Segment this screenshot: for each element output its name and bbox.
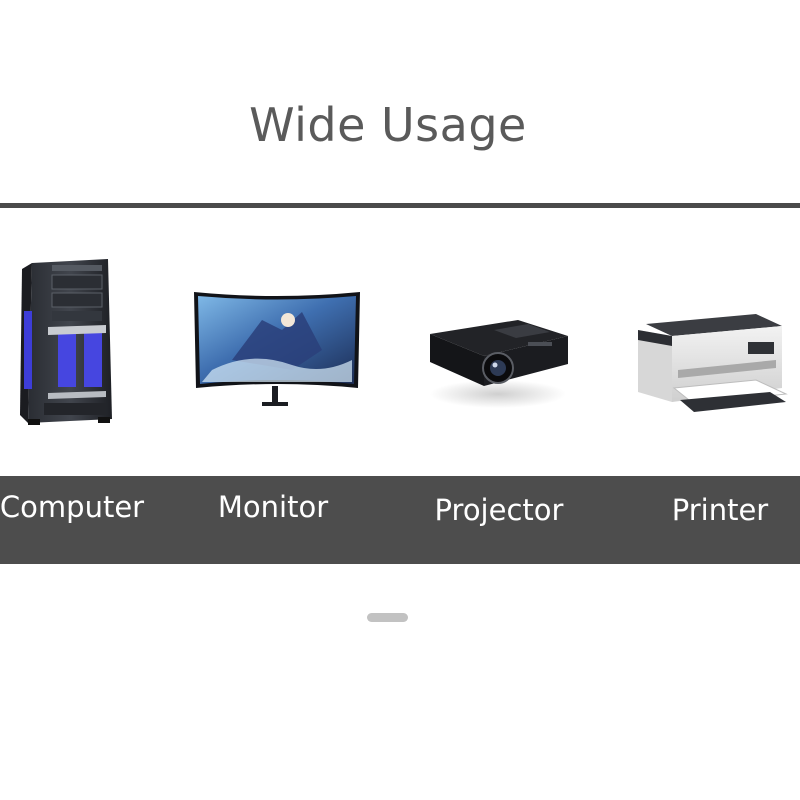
projector-icon <box>424 302 572 410</box>
label-printer: Printer <box>671 493 769 527</box>
carousel-pager-indicator[interactable] <box>367 613 408 622</box>
computer-tower-icon <box>18 255 116 427</box>
product-label-band: Computer Monitor Projector Printer <box>0 476 800 564</box>
label-monitor: Monitor <box>217 490 329 524</box>
printer-icon <box>636 312 788 414</box>
label-computer: Computer <box>0 490 145 524</box>
curved-monitor-icon <box>192 290 362 410</box>
label-projector: Projector <box>434 493 564 527</box>
page-title: Wide Usage <box>249 98 527 152</box>
title-divider <box>0 203 800 208</box>
